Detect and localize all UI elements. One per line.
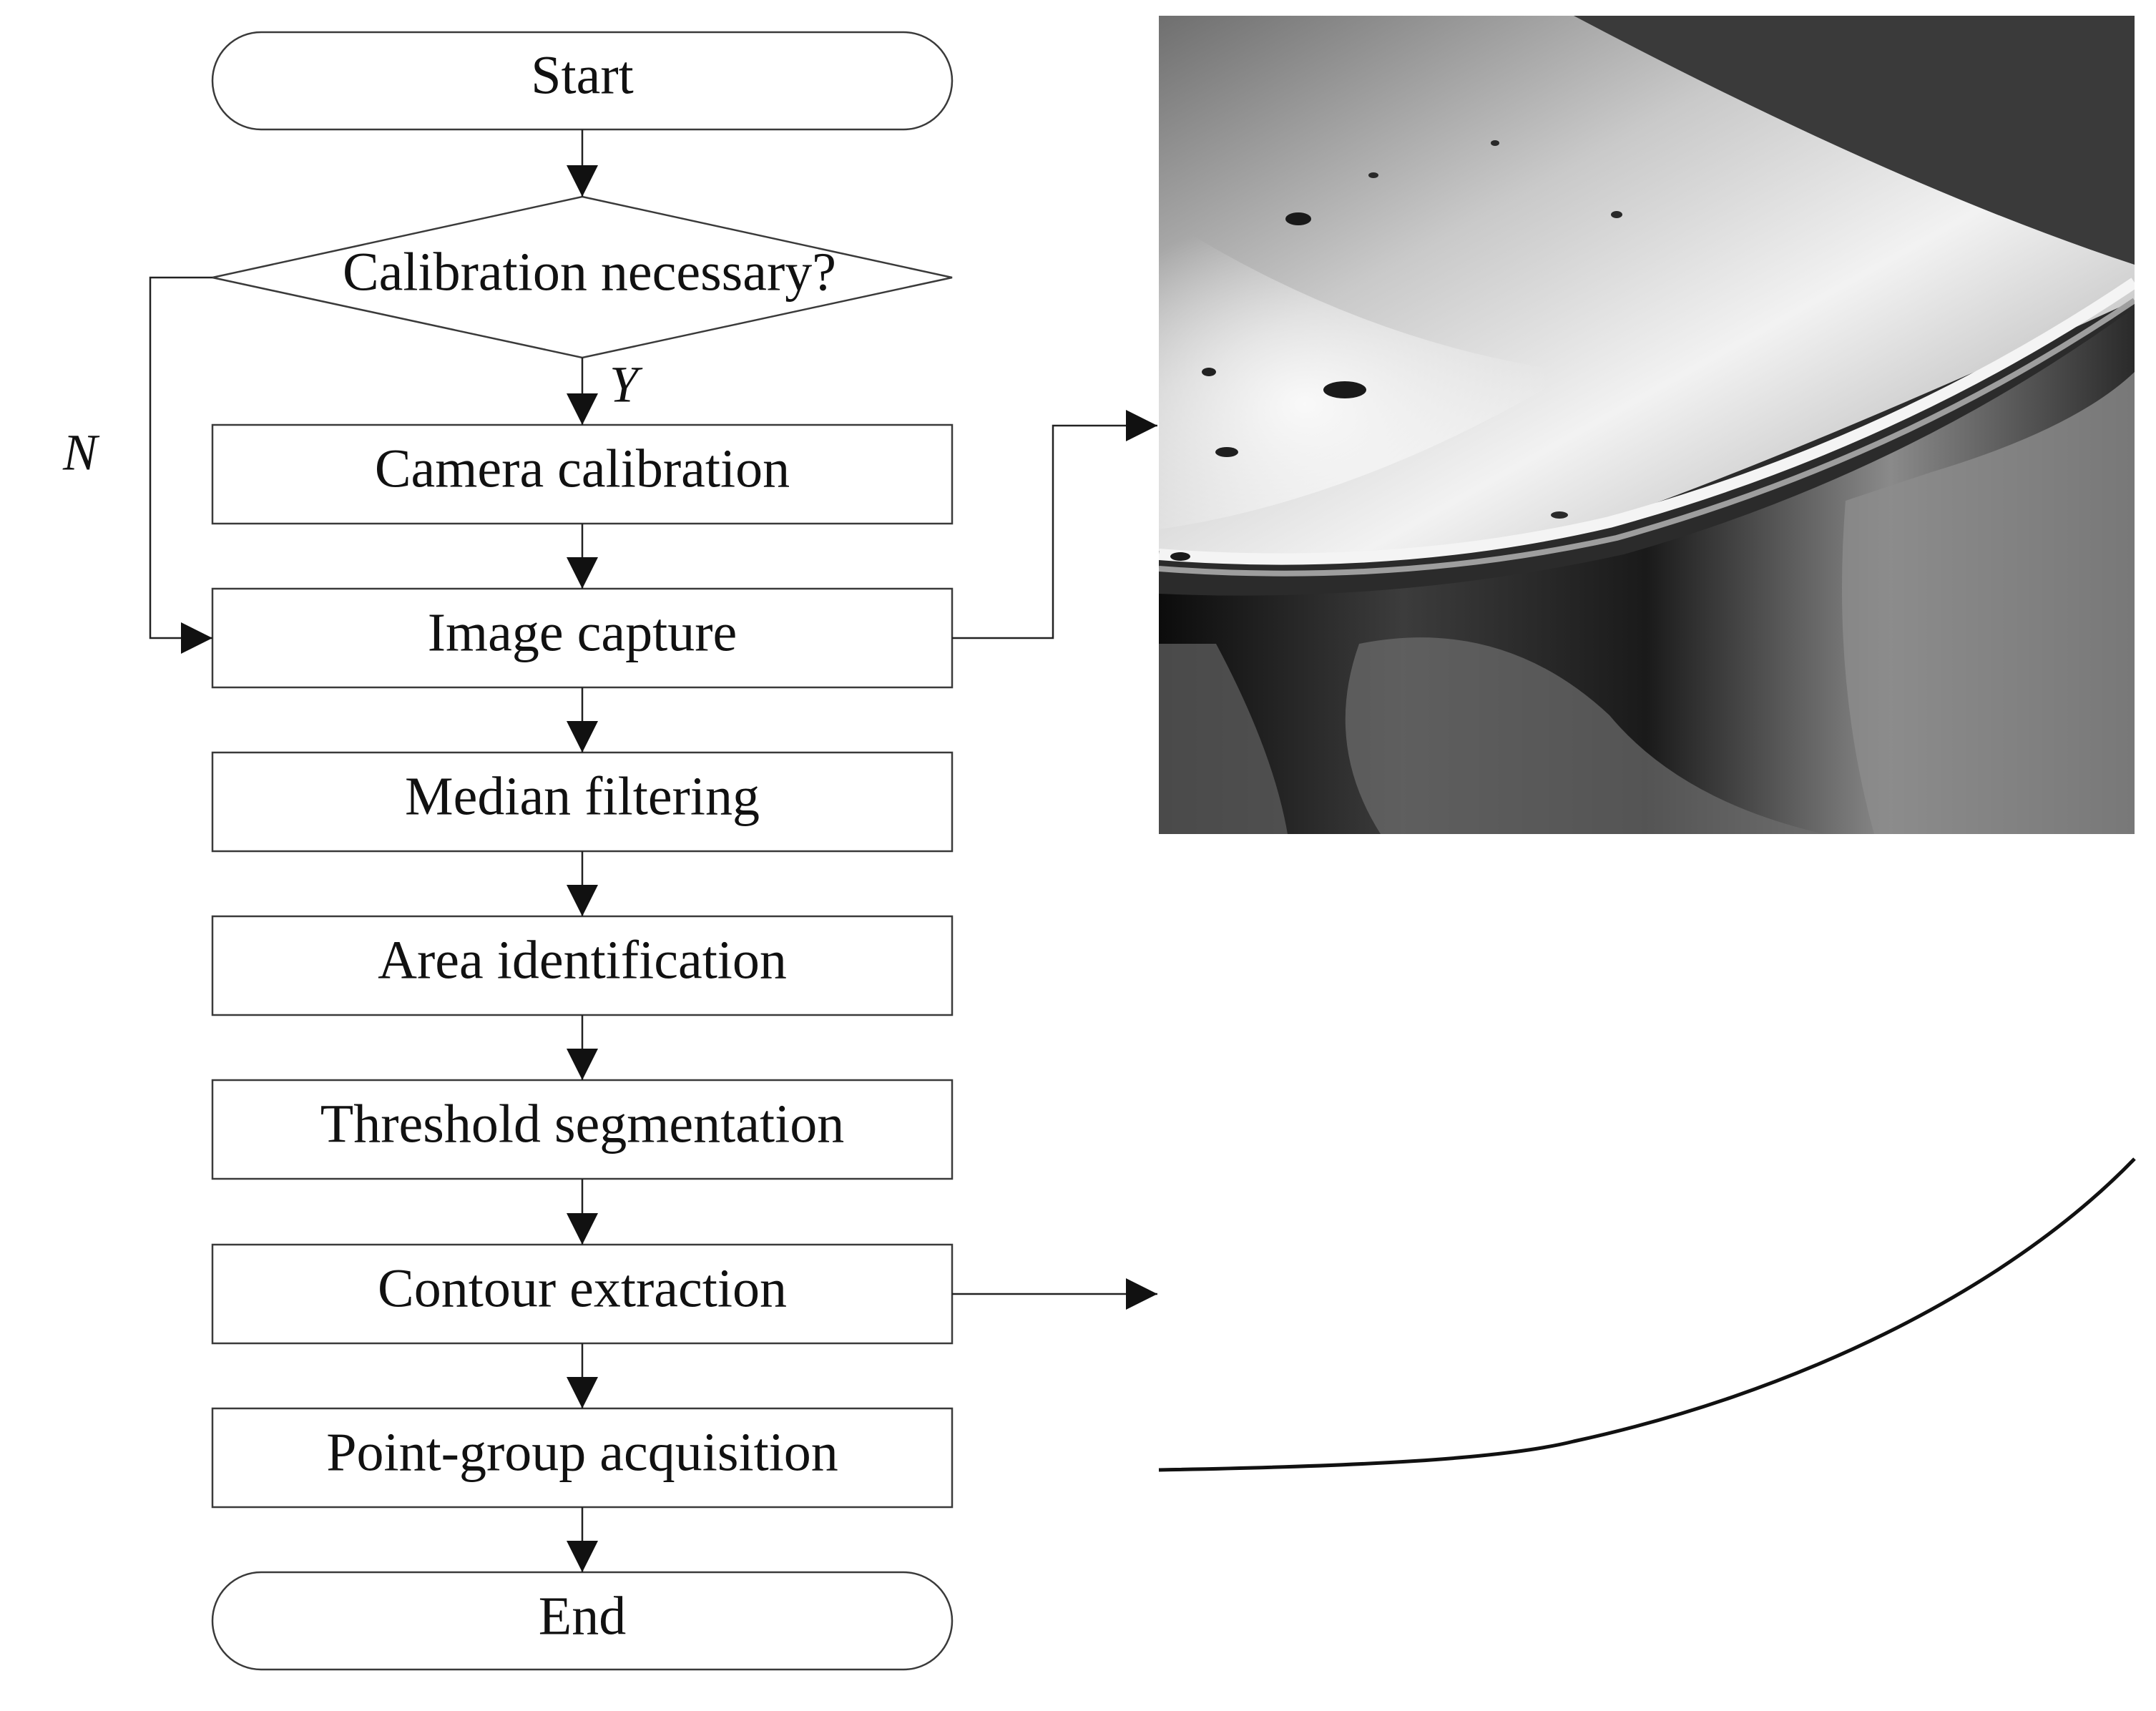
threshold-segmentation-step: Threshold segmentation	[211, 1079, 954, 1180]
yes-branch-label: Y	[609, 356, 643, 413]
decision-node: Calibration necessary?	[212, 195, 953, 359]
end-node: End	[211, 1571, 954, 1671]
no-branch-connector	[149, 276, 212, 654]
start-label: Start	[531, 45, 634, 105]
point-group-acquisition-step: Point-group acquisition	[211, 1407, 954, 1509]
end-label: End	[539, 1586, 626, 1646]
no-branch-label: N	[62, 424, 100, 481]
median-filtering-step: Median filtering	[211, 751, 954, 853]
extracted-contour-curve	[1158, 1157, 2136, 1472]
area-identification-step: Area identification	[211, 915, 954, 1016]
image-capture-step: Image capture	[211, 587, 954, 689]
camera-calibration-step: Camera calibration	[211, 423, 954, 525]
contour-extraction-step: Contour extraction	[211, 1243, 954, 1345]
camera-calibration-label: Camera calibration	[375, 438, 790, 499]
decision-label: Calibration necessary?	[343, 242, 836, 302]
captured-blade-photo	[1159, 16, 2135, 834]
capture-to-photo-connector	[952, 410, 1157, 639]
image-capture-label: Image capture	[428, 602, 738, 662]
threshold-segmentation-label: Threshold segmentation	[320, 1094, 844, 1154]
start-node: Start	[211, 31, 954, 131]
median-filtering-label: Median filtering	[405, 766, 760, 826]
area-identification-label: Area identification	[378, 930, 787, 990]
point-group-acquisition-label: Point-group acquisition	[326, 1422, 838, 1482]
contour-extraction-label: Contour extraction	[378, 1258, 787, 1318]
